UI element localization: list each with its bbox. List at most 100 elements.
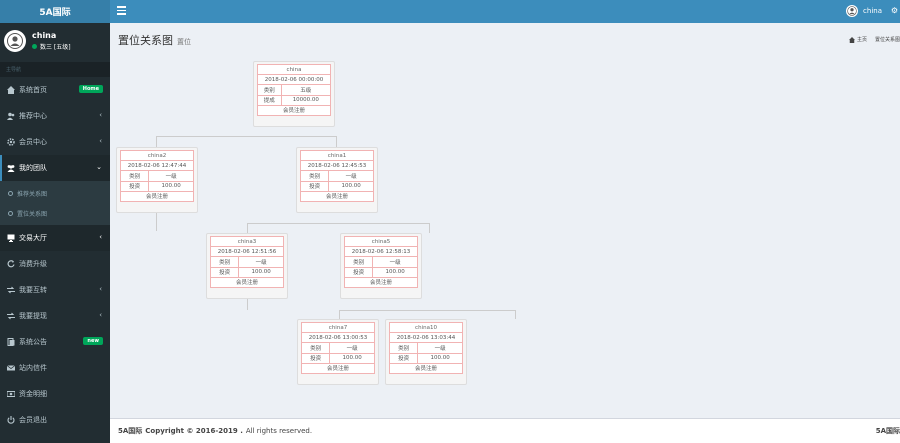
sidebar-item-label: 资金明细 [19, 390, 47, 398]
sidebar-item-member[interactable]: 会员中心 ‹ [0, 129, 110, 155]
node-register-link[interactable]: 会员注册 [210, 276, 284, 288]
sidebar: 5A国际 china 数三 [五级] 主导航 系统首页 Home 推荐中心 ‹ … [0, 0, 110, 443]
sidebar-item-label: 消费升级 [19, 260, 47, 268]
footer-brand: 5A国际 [118, 427, 143, 435]
node-level-value: 一级 [329, 342, 375, 354]
node-register-link[interactable]: 会员注册 [301, 362, 375, 374]
node-level-label: 类别 [299, 170, 330, 182]
sidebar-item-home[interactable]: 系统首页 Home [0, 77, 110, 103]
user-panel: china 数三 [五级] [0, 23, 110, 59]
node-username: china10 [389, 321, 463, 334]
sidebar-item-funds[interactable]: 资金明细 [0, 381, 110, 407]
node-amount-label: 投资 [300, 352, 331, 364]
node-username: china7 [301, 321, 375, 334]
document-icon [6, 338, 15, 347]
money-icon [6, 390, 15, 399]
tree-connector [339, 310, 340, 319]
monitor-icon [6, 234, 15, 243]
node-level-label: 类别 [343, 256, 374, 268]
node-level-value: 一级 [328, 170, 374, 182]
tree-connector [247, 223, 248, 233]
tree-connector [515, 310, 516, 319]
dashboard-icon [848, 36, 855, 43]
sidebar-item-label: 推荐中心 [19, 112, 47, 120]
node-amount-label: 投资 [209, 266, 240, 278]
top-user-menu[interactable]: china [846, 5, 882, 17]
withdraw-icon [6, 312, 15, 321]
page-title-text: 置位关系图 [118, 34, 173, 47]
sidebar-subitem-referral-tree[interactable]: 推荐关系图 [0, 183, 110, 203]
node-register-link[interactable]: 会员注册 [300, 190, 374, 202]
circle-icon [8, 190, 13, 196]
sidebar-item-label: 会员中心 [19, 138, 47, 146]
dashboard-icon [6, 86, 15, 95]
top-username: china [863, 7, 882, 15]
node-amount-label: 投资 [119, 180, 150, 192]
node-amount-value: 100.00 [329, 352, 375, 364]
sidebar-item-mail[interactable]: 站内信件 [0, 355, 110, 381]
chevron-down-icon: ⌄ [96, 163, 102, 171]
settings-gear-icon[interactable]: ⚙ [890, 6, 898, 15]
main-content: 置位关系图置位 主页 置位关系图 china 2018-02-06 00:00:… [110, 23, 900, 418]
breadcrumb: 主页 置位关系图 [848, 36, 900, 43]
home-badge: Home [78, 85, 103, 93]
page-title: 置位关系图置位 [118, 32, 191, 48]
sidebar-item-label: 我要互转 [19, 286, 47, 294]
team-submenu: 推荐关系图 置位关系图 [0, 181, 110, 225]
sidebar-item-label: 我要提现 [19, 312, 47, 320]
node-register-link[interactable]: 会员注册 [344, 276, 418, 288]
sidebar-item-label: 站内信件 [19, 364, 47, 372]
tree-connector [247, 223, 430, 224]
envelope-icon [6, 364, 15, 373]
sidebar-header: 主导航 [0, 62, 110, 77]
sidebar-item-team[interactable]: 我的团队 ⌄ [0, 155, 110, 181]
user-status-text: 数三 [五级] [40, 44, 71, 51]
tree-connector [336, 136, 337, 147]
node-amount-value: 100.00 [372, 266, 418, 278]
new-badge: new [83, 337, 103, 345]
chevron-left-icon: ‹ [99, 111, 102, 119]
node-register-link[interactable]: 会员注册 [389, 362, 463, 374]
node-date: 2018-02-06 13:03:44 [389, 332, 463, 344]
refresh-icon [6, 260, 15, 269]
sidebar-item-transfer[interactable]: 我要互转 ‹ [0, 277, 110, 303]
sidebar-subitem-position-tree[interactable]: 置位关系图 [0, 203, 110, 223]
node-register-link[interactable]: 会员注册 [120, 190, 194, 202]
sidebar-item-notice[interactable]: 系统公告 new [0, 329, 110, 355]
circle-icon [8, 210, 13, 216]
user-status: 数三 [五级] [32, 42, 71, 51]
sidebar-item-withdraw[interactable]: 我要提现 ‹ [0, 303, 110, 329]
node-amount-value: 100.00 [148, 180, 194, 192]
avatar [4, 30, 26, 52]
exchange-icon [6, 286, 15, 295]
sidebar-item-label: 我的团队 [19, 164, 47, 172]
node-username: china3 [210, 235, 284, 248]
users-icon [6, 112, 15, 121]
app-logo[interactable]: 5A国际 [0, 0, 110, 23]
user-avatar-icon [846, 5, 859, 17]
node-register-link[interactable]: 会员注册 [257, 104, 331, 116]
sidebar-item-trade[interactable]: 交易大厅 ‹ [0, 225, 110, 251]
menu-toggle-icon[interactable] [117, 6, 126, 15]
node-username: china1 [300, 149, 374, 162]
node-level-label: 类别 [257, 84, 282, 96]
node-level-label: 类别 [119, 170, 150, 182]
node-amount-value: 100.00 [417, 352, 463, 364]
sidebar-item-logout[interactable]: 会员退出 [0, 407, 110, 433]
user-icon [7, 33, 23, 49]
chevron-left-icon: ‹ [99, 233, 102, 241]
breadcrumb-home[interactable]: 主页 [856, 37, 867, 43]
top-navbar: china ⚙ [110, 0, 900, 23]
sidebar-item-upgrade[interactable]: 消费升级 [0, 251, 110, 277]
node-level-value: 一级 [238, 256, 284, 268]
sidebar-item-label: 会员退出 [19, 416, 47, 424]
sidebar-item-referral[interactable]: 推荐中心 ‹ [0, 103, 110, 129]
node-level-label: 类别 [300, 342, 331, 354]
